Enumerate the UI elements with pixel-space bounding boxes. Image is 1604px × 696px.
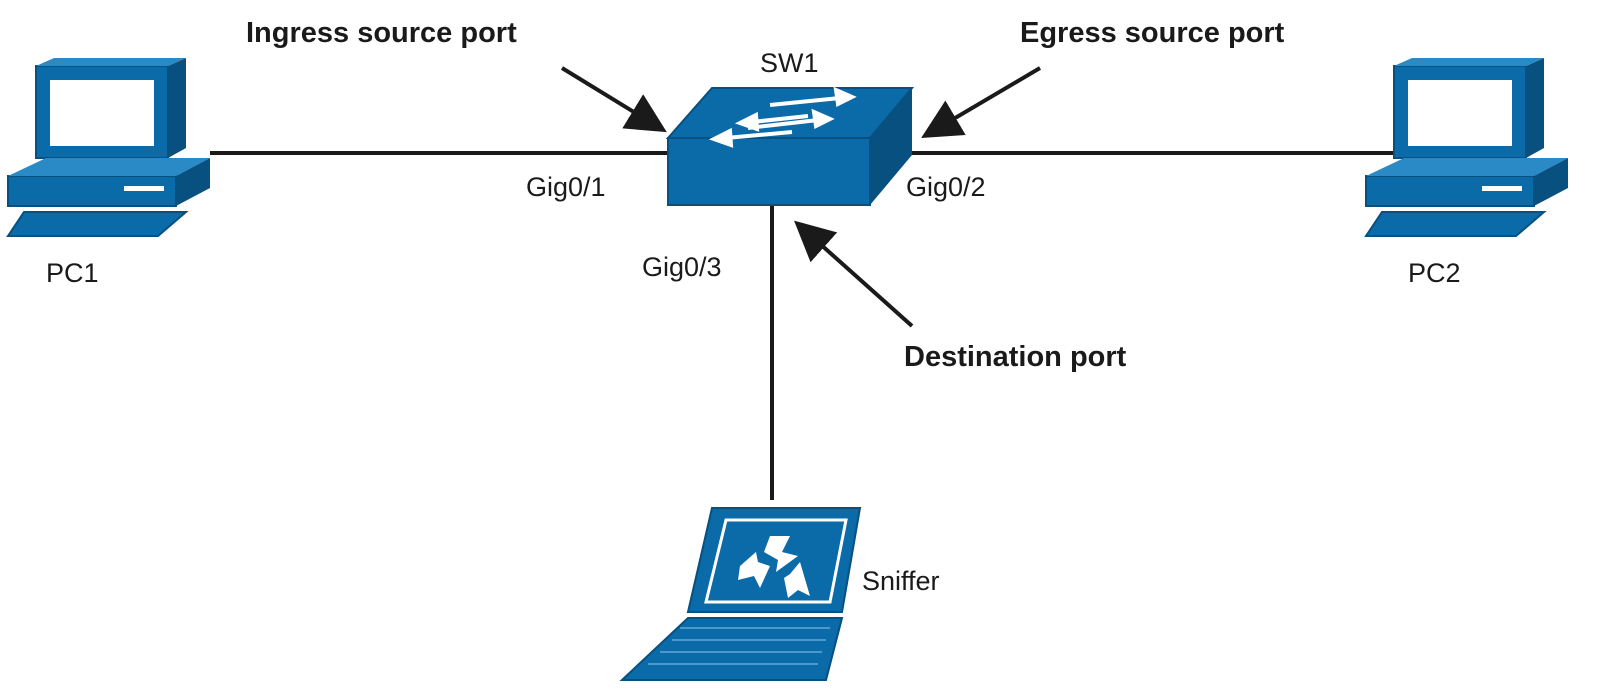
sw1-switch-icon [665,86,915,206]
destination-callout-label: Destination port [904,341,1127,373]
destination-callout-arrow [794,220,914,328]
ingress-callout-label: Ingress source port [246,17,517,49]
sw1-label: SW1 [760,48,819,78]
pc2-desktop-icon [1364,58,1568,237]
pc1-desktop-icon [6,58,210,237]
sniffer-laptop-icon [619,507,862,681]
port-gig01-label: Gig0/1 [526,172,606,202]
laptop-keyboard [648,627,830,665]
pc2-label: PC2 [1408,258,1461,288]
sniffer-label: Sniffer [862,566,940,596]
port-gig03-label: Gig0/3 [642,252,722,282]
egress-callout-arrow [921,66,1042,139]
switch-arrows-icon [708,86,857,148]
links [210,151,1398,500]
port-gig02-label: Gig0/2 [906,172,986,202]
pc1-label: PC1 [46,258,99,288]
ingress-callout-arrow [560,66,667,133]
sniffer-arrows-icon [738,536,810,598]
egress-callout-label: Egress source port [1020,17,1285,49]
